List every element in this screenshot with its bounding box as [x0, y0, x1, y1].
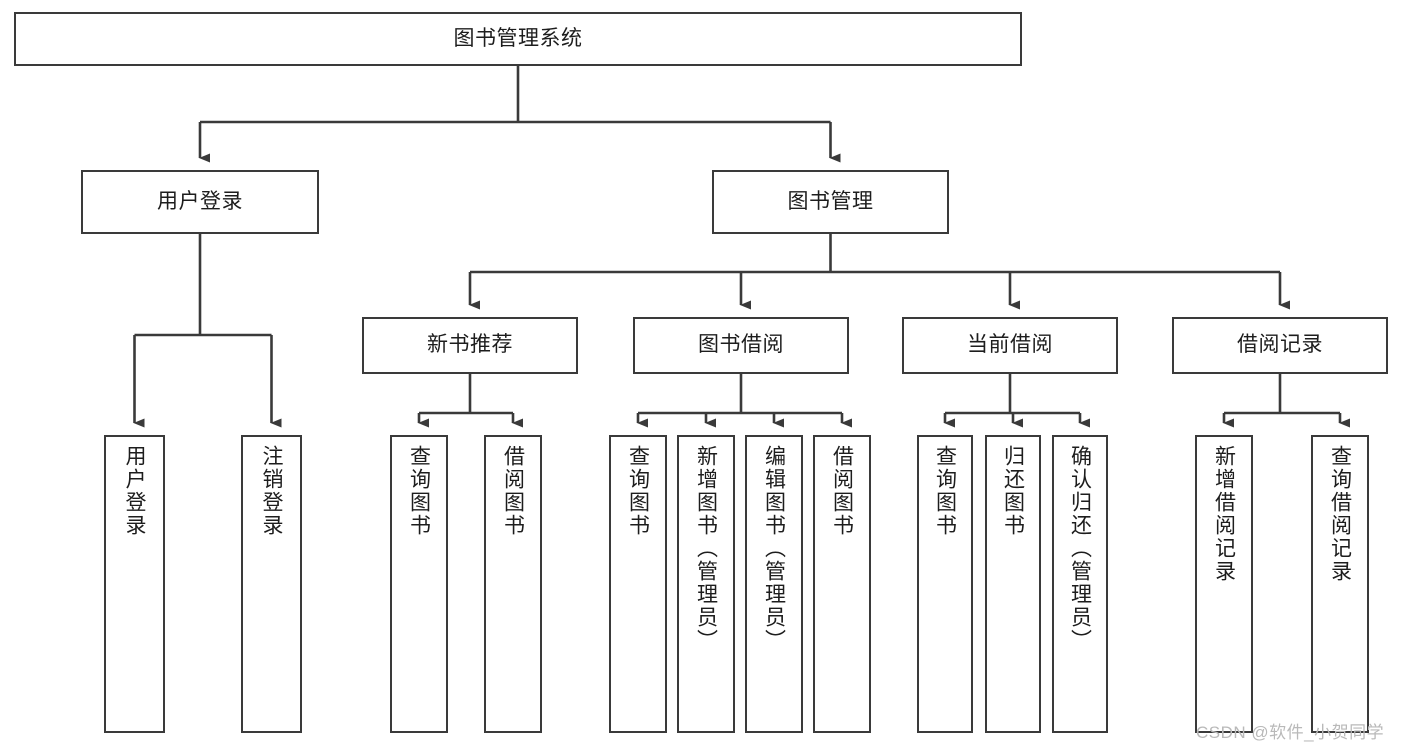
node-leaf-borrow-query[interactable]: 查询图书 [609, 435, 667, 733]
node-root[interactable]: 图书管理系统 [14, 12, 1022, 66]
node-label: 编辑图书（管理员） [762, 445, 786, 652]
watermark-label: CSDN @软件_小贺同学 [1196, 723, 1385, 742]
node-label: 查询借阅记录 [1328, 445, 1352, 583]
node-label: 注销登录 [260, 445, 283, 537]
node-label: 借阅图书 [830, 445, 854, 537]
node-label: 借阅记录 [1237, 333, 1323, 357]
node-label: 用户登录 [123, 445, 146, 537]
node-label: 新增借阅记录 [1212, 445, 1236, 583]
node-label: 当前借阅 [967, 333, 1053, 357]
node-login[interactable]: 用户登录 [81, 170, 319, 234]
node-leaf-user-logout[interactable]: 注销登录 [241, 435, 302, 733]
node-leaf-new-borrow[interactable]: 借阅图书 [484, 435, 542, 733]
node-leaf-borrow-do[interactable]: 借阅图书 [813, 435, 871, 733]
node-label: 新书推荐 [427, 333, 513, 357]
node-newbook[interactable]: 新书推荐 [362, 317, 578, 374]
node-label: 新增图书（管理员） [694, 445, 718, 652]
node-leaf-borrow-edit[interactable]: 编辑图书（管理员） [745, 435, 803, 733]
node-leaf-current-confirm[interactable]: 确认归还（管理员） [1052, 435, 1108, 733]
node-label: 查询图书 [626, 445, 650, 537]
node-label: 归还图书 [1001, 445, 1025, 537]
node-leaf-borrow-add[interactable]: 新增图书（管理员） [677, 435, 735, 733]
node-label: 查询图书 [933, 445, 957, 537]
node-borrow[interactable]: 图书借阅 [633, 317, 849, 374]
node-label: 借阅图书 [501, 445, 525, 537]
node-label: 图书管理系统 [453, 26, 583, 50]
node-leaf-current-return[interactable]: 归还图书 [985, 435, 1041, 733]
node-leaf-current-query[interactable]: 查询图书 [917, 435, 973, 733]
node-leaf-user-login[interactable]: 用户登录 [104, 435, 165, 733]
node-leaf-new-query[interactable]: 查询图书 [390, 435, 448, 733]
node-label: 查询图书 [407, 445, 431, 537]
node-label: 图书借阅 [698, 333, 784, 357]
node-label: 用户登录 [157, 189, 243, 213]
node-current[interactable]: 当前借阅 [902, 317, 1118, 374]
node-label: 确认归还（管理员） [1068, 445, 1092, 652]
node-leaf-record-add[interactable]: 新增借阅记录 [1195, 435, 1253, 733]
node-bookmgmt[interactable]: 图书管理 [712, 170, 949, 234]
node-leaf-record-query[interactable]: 查询借阅记录 [1311, 435, 1369, 733]
node-label: 图书管理 [787, 189, 874, 213]
node-records[interactable]: 借阅记录 [1172, 317, 1388, 374]
